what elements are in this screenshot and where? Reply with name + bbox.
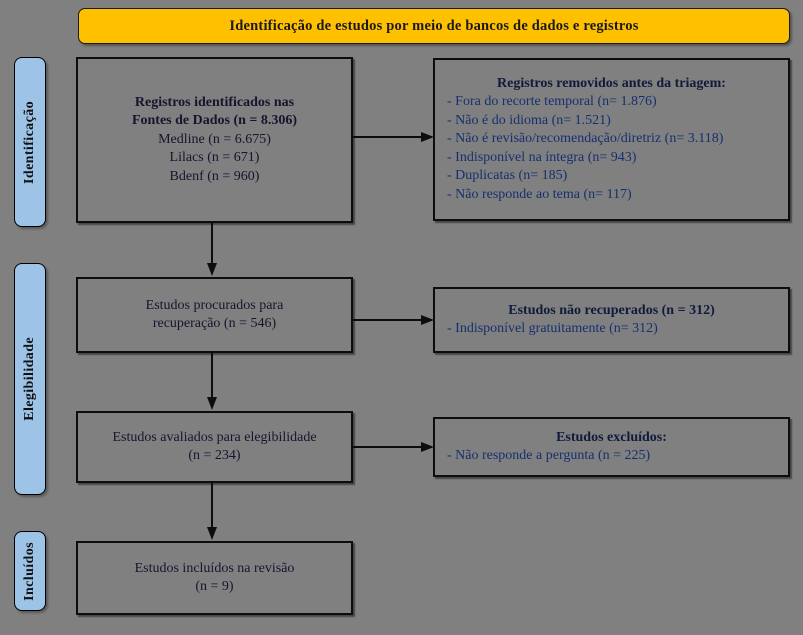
box-registros-identificados: Registros identificados nas Fontes de Da… <box>76 57 353 223</box>
identification-banner: Identificação de estudos por meio de ban… <box>78 8 790 44</box>
stage-label-text: Elegibilidade <box>22 337 37 421</box>
box-line: Estudos avaliados para elegibilidade <box>112 429 317 445</box>
stage-label-text: Incluídos <box>22 541 37 601</box>
stage-label-text: Identificação <box>22 100 37 184</box>
stage-label-incluidos: Incluídos <box>14 531 46 611</box>
arrow-avaliados-to-incluidos <box>205 483 219 541</box>
box-list-item: - Não responde ao tema (n= 117) <box>447 186 632 202</box>
box-heading: Registros removidos antes da triagem: <box>497 75 726 91</box>
box-line: (n = 9) <box>195 579 234 594</box>
box-line: Bdenf (n = 960) <box>169 168 260 184</box>
box-line: Estudos incluídos na revisão <box>134 560 295 576</box>
box-line: (n = 234) <box>188 448 241 463</box>
box-line: Fontes de Dados (n = 8.306) <box>131 113 298 129</box>
arrow-procurados-to-avaliados <box>205 353 219 411</box>
stage-label-identificacao: Identificação <box>14 57 46 227</box>
box-list-item: - Não é do idioma (n= 1.521) <box>447 112 611 128</box>
box-line: Medline (n = 6.675) <box>158 131 271 147</box>
box-estudos-excluidos: Estudos excluídos: - Não responde a perg… <box>433 417 790 477</box>
box-line: Registros identificados nas <box>134 94 295 110</box>
box-registros-removidos: Registros removidos antes da triagem: - … <box>433 58 790 221</box>
box-list-item: - Não responde a pergunta (n = 225) <box>447 448 651 463</box>
stage-label-elegibilidade: Elegibilidade <box>14 263 46 495</box>
box-line: Estudos procurados para <box>145 297 284 313</box>
box-estudos-procurados: Estudos procurados para recuperação (n =… <box>76 277 353 353</box>
box-estudos-incluidos: Estudos incluídos na revisão (n = 9) <box>76 541 353 615</box>
box-list-item: - Não é revisão/recomendação/diretriz (n… <box>447 131 724 147</box>
box-estudos-nao-recuperados: Estudos não recuperados (n = 312) - Indi… <box>433 287 790 353</box>
box-list-item: - Indisponível na íntegra (n= 943) <box>447 149 637 165</box>
arrow-avaliados-to-excluidos <box>353 440 435 454</box>
box-list-item: - Indisponível gratuitamente (n= 312) <box>447 321 658 336</box>
banner-title: Identificação de estudos por meio de ban… <box>229 17 639 34</box>
box-line: recuperação (n = 546) <box>152 316 277 331</box>
box-list-item: - Duplicatas (n= 185) <box>447 168 568 184</box>
box-heading: Estudos excluídos: <box>556 429 667 445</box>
box-estudos-avaliados: Estudos avaliados para elegibilidade (n … <box>76 411 353 483</box>
box-line: Lilacs (n = 671) <box>169 150 260 166</box>
box-list-item: - Fora do recorte temporal (n= 1.876) <box>447 94 657 110</box>
arrow-identificados-to-procurados <box>205 223 219 277</box>
arrow-identificados-to-removidos <box>353 130 435 144</box>
arrow-procurados-to-nao-recuperados <box>353 313 435 327</box>
box-heading: Estudos não recuperados (n = 312) <box>508 302 715 318</box>
